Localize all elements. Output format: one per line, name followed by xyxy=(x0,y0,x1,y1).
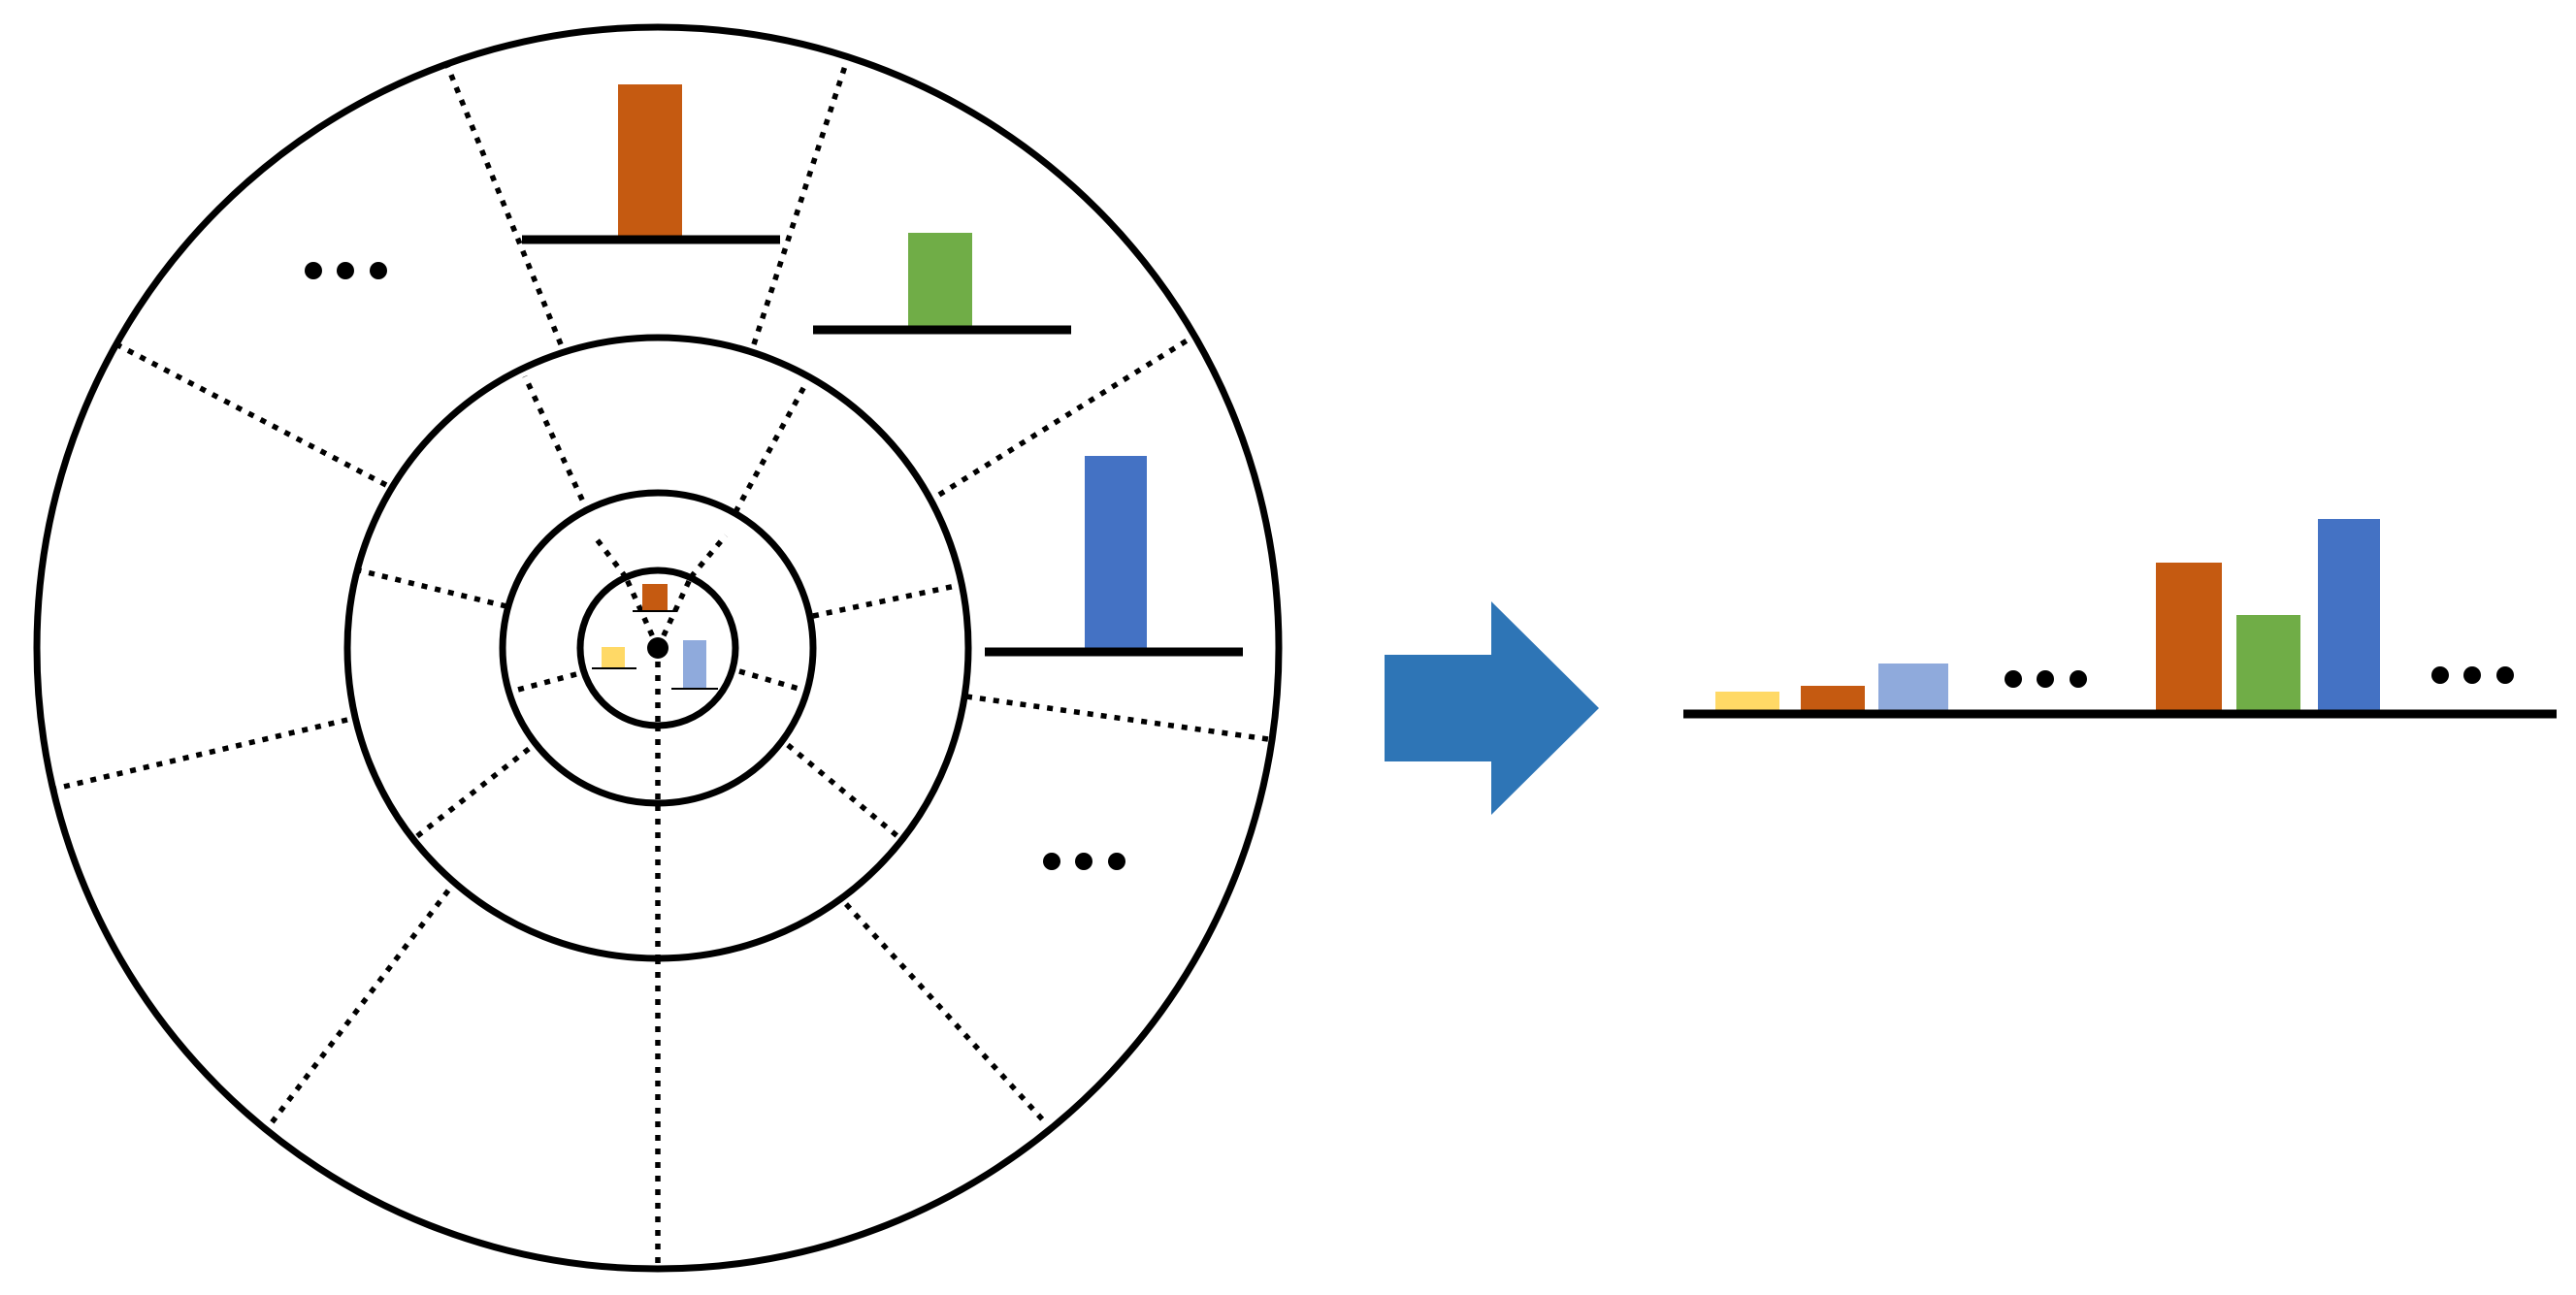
bar-green xyxy=(908,233,972,330)
ellipsis-dot xyxy=(1043,853,1060,870)
spoke xyxy=(114,341,388,488)
center-point xyxy=(647,637,668,659)
spoke xyxy=(54,717,348,792)
bar-orange xyxy=(642,584,668,611)
spoke xyxy=(358,567,507,609)
bar-blue xyxy=(1085,456,1147,652)
ellipsis-dot xyxy=(305,262,322,279)
spoke xyxy=(267,889,451,1127)
bar-orange xyxy=(2156,563,2222,711)
spoke xyxy=(733,379,810,514)
center-histogram-orange xyxy=(633,584,677,612)
bar-yellow xyxy=(1715,692,1779,711)
cell-histogram-green xyxy=(813,233,1071,335)
center-histogram-lightblue xyxy=(671,640,718,690)
ellipsis-dot xyxy=(1075,853,1092,870)
ellipsis-dot xyxy=(1108,853,1125,870)
spoke xyxy=(738,668,806,694)
spoke xyxy=(443,61,564,346)
ellipsis-lower-right xyxy=(1043,853,1125,870)
bar-orange xyxy=(1801,686,1865,711)
outer-spokes xyxy=(54,61,1269,1266)
spoke xyxy=(522,374,591,514)
spoke xyxy=(751,62,849,345)
spoke xyxy=(513,671,577,694)
spoke xyxy=(591,534,629,579)
center-histogram-yellow xyxy=(592,647,636,669)
ellipsis-dot xyxy=(2005,670,2022,688)
spoke xyxy=(688,534,729,579)
inner-spokes xyxy=(513,534,806,805)
middle-ring xyxy=(343,334,972,962)
spoke xyxy=(843,902,1049,1125)
ellipsis-upper-left xyxy=(305,262,387,279)
inner-ring xyxy=(499,489,817,807)
ellipsis-dot xyxy=(2070,670,2087,688)
bar-orange xyxy=(618,84,682,240)
right-arrow-icon xyxy=(1385,601,1599,815)
bar-green xyxy=(2236,615,2300,711)
ellipsis-middle xyxy=(2005,670,2087,688)
ellipsis-dot xyxy=(337,262,354,279)
spoke xyxy=(965,694,1269,742)
bar-light-blue xyxy=(1878,664,1948,711)
bar-light-blue xyxy=(683,640,706,689)
bar-blue xyxy=(2318,519,2380,711)
cell-histogram-blue xyxy=(985,456,1243,657)
ellipsis-dot xyxy=(2431,666,2449,684)
outer-ring xyxy=(33,23,1283,1273)
bar-yellow xyxy=(602,647,625,668)
spoke xyxy=(415,746,531,839)
ellipsis-end xyxy=(2431,666,2514,684)
ellipsis-dot xyxy=(2496,666,2514,684)
ellipsis-dot xyxy=(2463,666,2481,684)
cell-histogram-orange xyxy=(522,84,780,244)
ring-diagram xyxy=(33,23,1283,1273)
concatenated-histogram xyxy=(1683,519,2557,719)
ellipsis-dot xyxy=(2037,670,2054,688)
spoke xyxy=(937,337,1190,498)
spoke xyxy=(812,583,957,619)
center-ring xyxy=(576,567,739,729)
spoke xyxy=(786,742,899,839)
ellipsis-dot xyxy=(370,262,387,279)
middle-spokes xyxy=(358,374,957,958)
